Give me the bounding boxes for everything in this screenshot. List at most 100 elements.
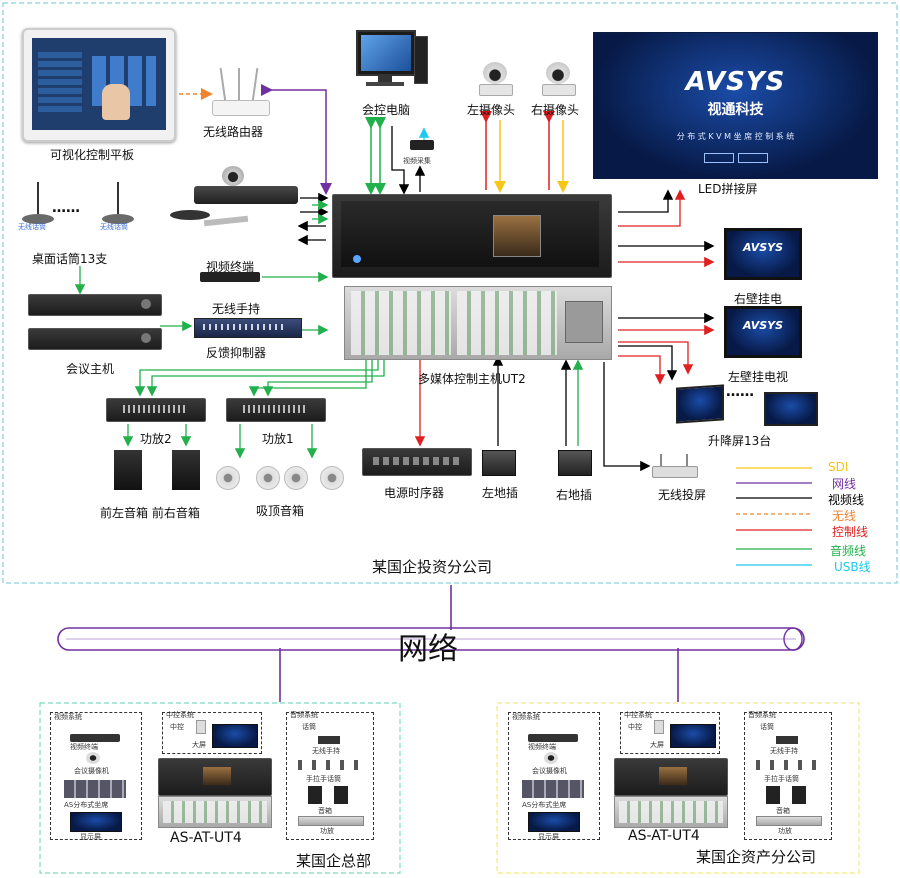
asset-display-label: 显示屏 <box>538 833 559 841</box>
hq-ut4-io <box>158 796 272 828</box>
hq-video-terminal <box>70 734 120 742</box>
led-wall: AVSYS 视通科技 分 布 式 K V M 坐 席 控 制 系 统 <box>593 32 878 179</box>
asset-control-label: 中控 <box>628 723 642 731</box>
asset-ut4-io <box>614 796 728 828</box>
mic-tag-right: 无线话筒 <box>100 223 128 231</box>
front-right-speaker <box>172 450 200 490</box>
main-host-io <box>344 286 612 360</box>
hq-speaker-r <box>334 786 348 804</box>
desktop-mic-left <box>18 182 58 232</box>
legend-audio: 音频线 <box>830 544 867 558</box>
hq-chain-mic-label: 手拉手话筒 <box>306 775 341 783</box>
legend-lines <box>736 467 812 566</box>
asset-control-panel <box>654 720 664 734</box>
hq-site-name: 某国企总部 <box>296 852 372 870</box>
legend-network: 网线 <box>832 477 857 491</box>
ceiling-speaker-4 <box>320 466 344 490</box>
hq-audio-group <box>286 712 374 840</box>
legend-usb: USB线 <box>834 560 871 574</box>
cam-left-label: 左摄像头 <box>467 103 516 117</box>
asset-ut4-host <box>614 758 728 796</box>
video-terminal-label: 视频终端 <box>206 260 255 274</box>
asset-site-name: 某国企资产分公司 <box>696 848 817 866</box>
wifi-router <box>210 68 270 118</box>
site-border-hq <box>39 702 401 874</box>
asset-video-terminal-label: 视频终端 <box>528 743 556 751</box>
hq-video-group-label: 视频系统 <box>54 713 82 721</box>
lift-label: 升降屏13台 <box>708 434 772 448</box>
asset-chain-mic-label: 手拉手话筒 <box>764 775 799 783</box>
mic-dots: …… <box>52 200 80 216</box>
hq-conf-camera-label: 会议摄像机 <box>74 767 109 775</box>
hq-control-label: 中控 <box>170 723 184 731</box>
hq-mic-label: 话筒 <box>302 723 316 731</box>
control-pc <box>356 30 428 90</box>
ceiling-speakers-label: 吸顶音箱 <box>256 504 305 518</box>
led-slogan: 分 布 式 K V M 坐 席 控 制 系 统 <box>676 132 795 141</box>
hq-kvm-seat-label: AS分布式坐席 <box>64 801 109 809</box>
hq-desktop-mics <box>298 760 362 770</box>
feedback-suppressor <box>194 318 302 338</box>
feedback-label: 反馈抑制器 <box>206 346 267 360</box>
asset-speaker-label: 音箱 <box>776 807 790 815</box>
asset-kvm-seat <box>522 780 584 798</box>
pc-label: 会控电脑 <box>362 103 411 117</box>
hq-amp <box>298 816 364 826</box>
hq-display-label: 显示屏 <box>80 833 101 841</box>
hq-handheld-mic <box>318 736 340 744</box>
hq-big-screen <box>212 724 258 748</box>
legend-wireless: 无线 <box>832 509 857 523</box>
legend-control: 控制线 <box>832 525 869 539</box>
asset-device-label: AS-AT-UT4 <box>628 828 700 844</box>
left-wall-tv: AVSYS <box>724 306 802 358</box>
site-border-asset <box>496 702 860 874</box>
power-seq-label: 电源时序器 <box>384 486 445 500</box>
asset-control-group-label: 中控系统 <box>624 711 652 719</box>
hq-ut4-host <box>158 758 272 796</box>
main-host-label: 多媒体控制主机UT2 <box>418 372 526 386</box>
hq-handheld-label: 无线手持 <box>312 747 340 755</box>
ceiling-speaker-2 <box>256 466 280 490</box>
mic-tag-left: 无线话筒 <box>18 223 46 231</box>
network-pipe <box>57 627 805 651</box>
amplifier-1 <box>226 398 326 422</box>
asset-handheld-mic <box>776 736 798 744</box>
camera-left <box>479 62 513 96</box>
network-label: 网络 <box>398 632 458 667</box>
hq-control-panel <box>196 720 206 734</box>
right-tv-label: 右壁挂电 <box>734 292 783 306</box>
asset-speaker-r <box>792 786 806 804</box>
led-brand-cn: 视通科技 <box>707 102 764 118</box>
asset-audio-group <box>744 712 832 840</box>
hq-video-group <box>50 712 142 840</box>
asset-kvm-seat-label: AS分布式坐席 <box>522 801 567 809</box>
wireless-handheld <box>200 272 260 282</box>
lift-screen-b <box>764 392 818 426</box>
hq-amp-label: 功放 <box>320 827 334 835</box>
asset-amp-label: 功放 <box>778 827 792 835</box>
wireless-cast-label: 无线投屏 <box>658 488 707 502</box>
asset-desktop-mics <box>756 760 820 770</box>
front-left-speaker <box>114 450 142 490</box>
capture-device <box>410 140 434 150</box>
conf-host-b <box>28 328 162 350</box>
amp1-label: 功放1 <box>262 432 294 446</box>
desktop-mic-right <box>98 182 138 232</box>
amp2-label: 功放2 <box>140 432 172 446</box>
handheld-label: 无线手持 <box>212 302 261 316</box>
floor-box-right <box>558 450 592 476</box>
legend-video: 视频线 <box>828 493 865 507</box>
tablet-label: 可视化控制平板 <box>50 148 135 162</box>
router-label: 无线路由器 <box>203 125 264 139</box>
hq-audio-group-label: 音频系统 <box>290 711 318 719</box>
asset-conf-camera-label: 会议摄像机 <box>532 767 567 775</box>
hq-speaker-label: 音箱 <box>318 807 332 815</box>
mics-label: 桌面话筒13支 <box>32 252 108 266</box>
hq-video-terminal-label: 视频终端 <box>70 743 98 751</box>
ceiling-speaker-3 <box>284 466 308 490</box>
asset-mic-label: 话筒 <box>760 723 774 731</box>
asset-display <box>528 812 580 832</box>
right-wall-tv: AVSYS <box>724 228 802 280</box>
hq-control-group <box>162 712 262 754</box>
floor-right-label: 右地插 <box>556 488 593 502</box>
